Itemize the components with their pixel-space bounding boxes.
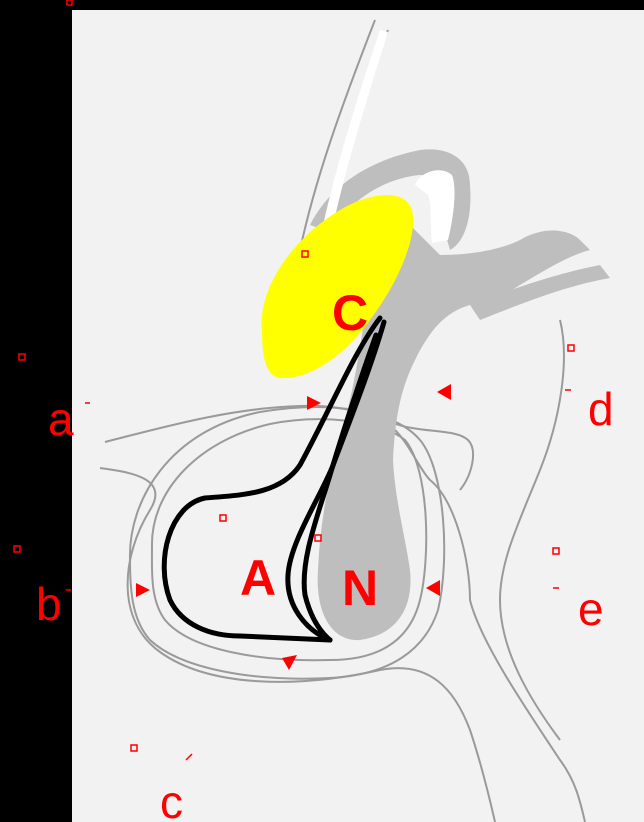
label-e: e <box>578 583 604 635</box>
label-c: c <box>160 776 183 822</box>
label-d: d <box>588 383 614 435</box>
label-n-structure: N <box>342 560 378 616</box>
top-black-strip <box>72 0 644 10</box>
label-a-structure: A <box>240 550 276 606</box>
label-a: a <box>48 393 74 445</box>
label-c-structure: C <box>332 285 368 341</box>
label-b: b <box>36 578 62 630</box>
